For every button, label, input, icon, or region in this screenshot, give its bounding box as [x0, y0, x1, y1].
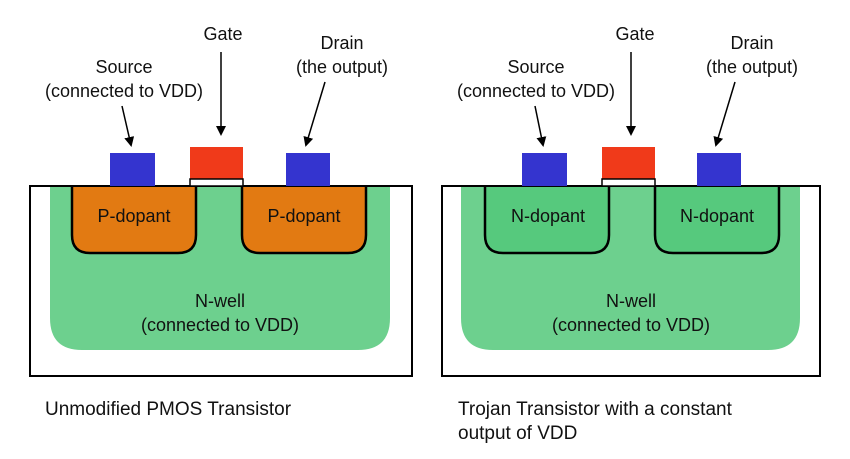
gate-electrode	[190, 147, 243, 179]
source-label: Source	[507, 57, 564, 77]
gate-label: Gate	[615, 24, 654, 44]
caption-line: Trojan Transistor with a constant	[458, 399, 732, 420]
n-dopant-left-region	[483, 187, 611, 255]
gate-oxide	[189, 178, 244, 187]
source-label: Source	[95, 57, 152, 77]
source-arrow	[121, 105, 135, 147]
dopant-left-label: N-dopant	[511, 206, 585, 226]
caption-line: Unmodified PMOS Transistor	[45, 399, 292, 420]
drain-sublabel: (the output)	[296, 57, 388, 77]
well-sublabel: (connected to VDD)	[141, 315, 299, 335]
pmos-diagram: Gate Source (connected to VDD) Drain (th…	[29, 24, 413, 377]
gate-label: Gate	[203, 24, 242, 44]
drain-label: Drain	[320, 33, 363, 53]
dopant-right-label: N-dopant	[680, 206, 754, 226]
drain-arrow	[303, 81, 326, 147]
dopant-left-label: P-dopant	[97, 206, 170, 226]
drain-label: Drain	[730, 33, 773, 53]
gate-electrode	[602, 147, 655, 179]
gate-oxide	[601, 178, 656, 187]
p-dopant-left-region	[70, 187, 198, 255]
left-caption: Unmodified PMOS Transistor	[45, 398, 291, 422]
well-label: N-well	[195, 291, 245, 311]
p-dopant-right-region	[240, 187, 368, 255]
source-sublabel: (connected to VDD)	[45, 81, 203, 101]
well-sublabel: (connected to VDD)	[552, 315, 710, 335]
source-contact	[522, 153, 567, 186]
trojan-diagram: Gate Source (connected to VDD) Drain (th…	[441, 24, 821, 377]
source-sublabel: (connected to VDD)	[457, 81, 615, 101]
drain-arrow	[713, 81, 736, 147]
well-label: N-well	[606, 291, 656, 311]
drain-contact	[697, 153, 741, 186]
right-caption: Trojan Transistor with a constant output…	[458, 398, 732, 446]
dopant-right-label: P-dopant	[267, 206, 340, 226]
n-dopant-right-region	[653, 187, 781, 255]
caption-line: output of VDD	[458, 423, 578, 444]
drain-contact	[286, 153, 330, 186]
source-contact	[110, 153, 155, 186]
drain-sublabel: (the output)	[706, 57, 798, 77]
source-arrow	[534, 105, 547, 147]
